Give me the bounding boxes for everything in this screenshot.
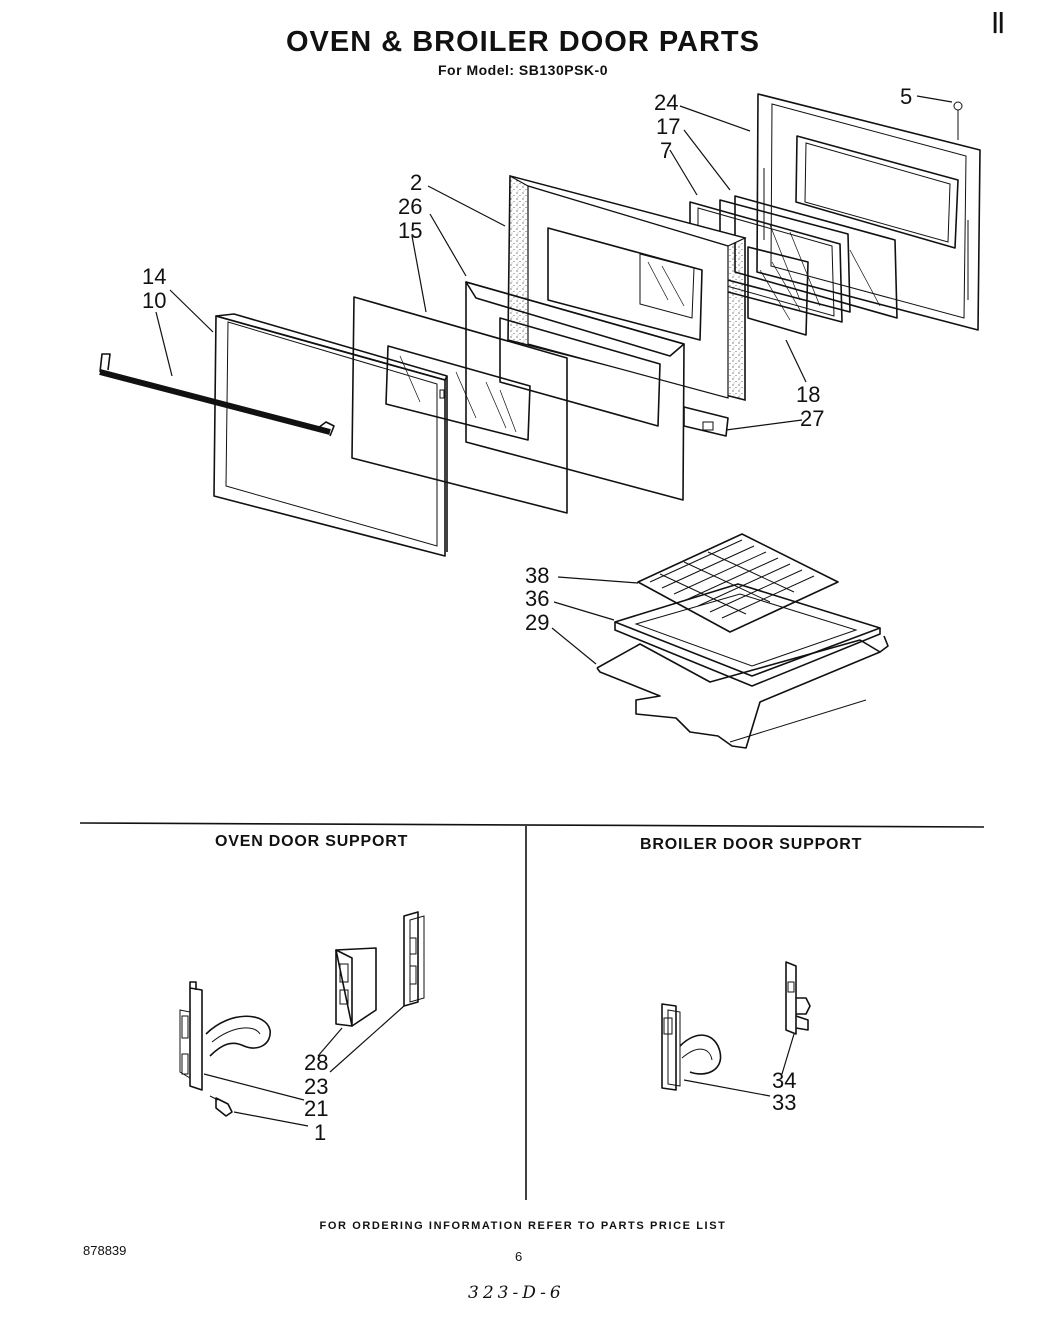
part-14-10-outer-door <box>99 313 448 557</box>
callout-21: 21 <box>304 1096 328 1121</box>
handwritten-note: 323-D-6 <box>468 1283 565 1303</box>
part-2-insulation <box>507 174 747 402</box>
callout-10: 10 <box>142 288 166 313</box>
page-number: 6 <box>515 1249 523 1264</box>
callout-17: 17 <box>656 114 680 139</box>
oven-door-support-heading: OVEN DOOR SUPPORT <box>215 833 409 850</box>
part-24-door-frame <box>756 93 981 331</box>
ordering-note: FOR ORDERING INFORMATION REFER TO PARTS … <box>319 1220 727 1232</box>
callout-33: 33 <box>772 1090 796 1115</box>
part-29-broiler-rack <box>596 635 889 749</box>
part-26-liner <box>465 281 685 501</box>
callout-24: 24 <box>654 90 678 115</box>
leader-lines-top <box>155 95 953 665</box>
horizontal-divider <box>79 822 985 828</box>
callout-27: 27 <box>800 406 824 431</box>
model-subtitle: For Model: SB130PSK-0 <box>438 62 608 78</box>
broiler-door-support-heading: BROILER DOOR SUPPORT <box>640 836 863 853</box>
oven-door-support-drawing <box>179 911 425 1127</box>
callout-36: 36 <box>525 586 549 611</box>
callout-23: 23 <box>304 1074 328 1099</box>
part-27-clip <box>683 406 729 437</box>
callout-2: 2 <box>410 170 422 195</box>
part-38-broiler-grid <box>637 533 839 633</box>
callout-1: 1 <box>314 1120 326 1145</box>
broiler-door-support-drawing <box>661 961 811 1097</box>
callout-28: 28 <box>304 1050 328 1075</box>
callout-5: 5 <box>900 84 912 109</box>
callout-26: 26 <box>398 194 422 219</box>
callout-34: 34 <box>772 1068 796 1093</box>
callout-15: 15 <box>398 218 422 243</box>
callout-14: 14 <box>142 264 166 289</box>
document-number: 878839 <box>83 1243 127 1258</box>
part-15-inner-panel <box>351 296 568 514</box>
page-title: OVEN & BROILER DOOR PARTS <box>286 26 760 58</box>
part-36-broiler-pan <box>614 583 881 687</box>
part-18-inner-glass <box>747 246 809 336</box>
callout-38: 38 <box>525 563 549 588</box>
corner-mark: || <box>992 8 1005 33</box>
callout-7: 7 <box>660 138 672 163</box>
screw-5-icon <box>953 101 963 111</box>
callout-18: 18 <box>796 382 820 407</box>
callout-29: 29 <box>525 610 549 635</box>
